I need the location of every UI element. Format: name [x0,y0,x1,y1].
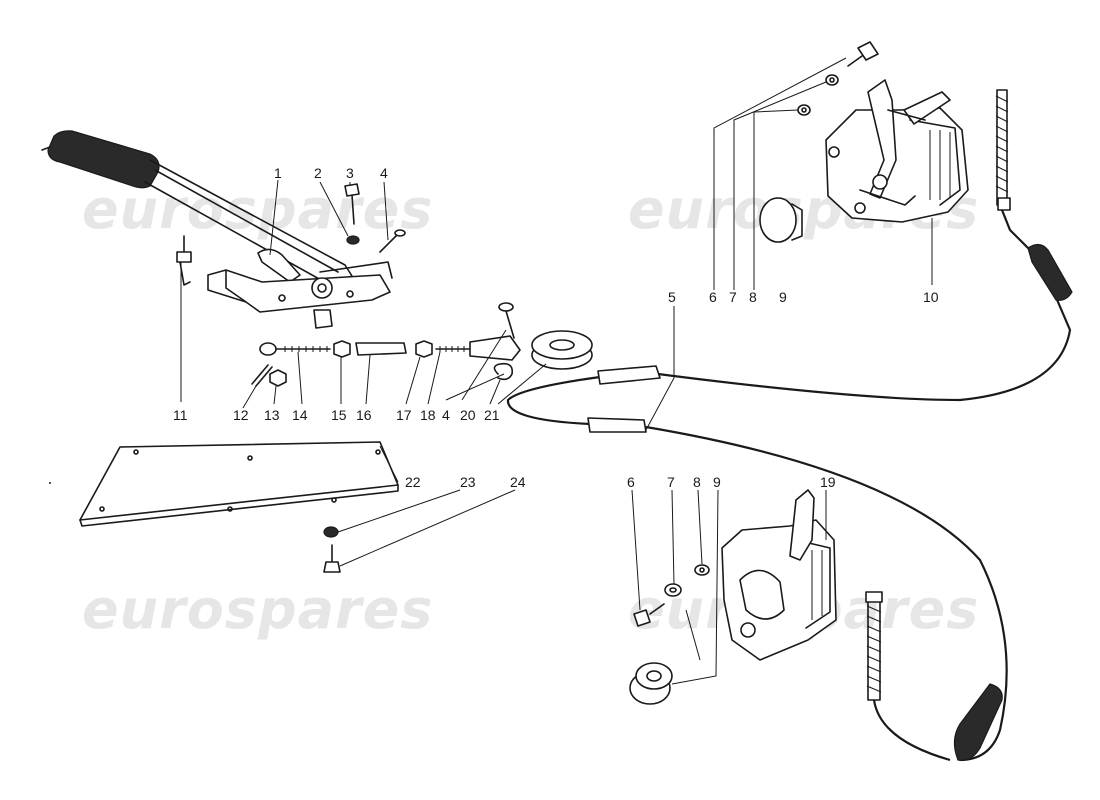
stray-mark [49,482,51,484]
linkage-parts [251,302,593,387]
callout-number: 21 [484,407,500,423]
callout-number: 7 [729,289,737,305]
washer-part-2 [346,235,360,245]
callout-number: 23 [460,474,476,490]
callout-number: 2 [314,165,322,181]
watermark-layer: eurospares eurospares eurospares eurospa… [82,178,978,641]
callout-number: 22 [405,474,421,490]
callout-number: 3 [346,165,354,181]
callout-number: 9 [713,474,721,490]
pin-part-4 [379,229,406,253]
callout-number: 10 [923,289,939,305]
callout-number: 24 [510,474,526,490]
callout-number: 13 [264,407,280,423]
caliper-part-10 [825,79,969,223]
callout-number: 6 [709,289,717,305]
callout-number: 9 [779,289,787,305]
cover-plate-part-22 [79,441,399,527]
callout-number: 11 [173,407,188,423]
switch-part-11 [176,235,192,286]
callout-number: 12 [233,407,249,423]
callout-number: 14 [292,407,308,423]
piston-cap-part-9-upper [759,197,803,243]
washer-part-8-lower [694,564,710,576]
callout-number: 17 [396,407,412,423]
callout-number: 8 [693,474,701,490]
washer-part-7-upper [825,74,839,86]
watermark-text: eurospares [82,178,433,241]
callout-number: 4 [442,407,450,423]
bolt-part-6-lower [633,603,665,627]
callout-number: 5 [668,289,676,305]
callout-number: 1 [274,165,282,181]
callout-number: 20 [460,407,476,423]
washer-part-8-upper [797,104,811,116]
brake-cable-part-5 [506,89,1073,762]
bolt-part-6-upper [847,41,879,67]
callout-labels: 1 2 3 4 11 12 13 14 15 16 17 18 4 20 21 … [173,165,939,490]
washer-part-7-lower [664,583,682,597]
bolt-part-24 [323,544,341,573]
watermark-text: eurospares [82,578,433,641]
callout-number: 18 [420,407,436,423]
callout-number: 8 [749,289,757,305]
callout-number: 4 [380,165,388,181]
handbrake-lever [41,130,393,329]
callout-number: 16 [356,407,372,423]
caliper-part-19 [721,489,837,661]
callout-number: 7 [667,474,675,490]
callout-number: 15 [331,407,347,423]
washer-part-23 [323,526,339,538]
callout-number: 6 [627,474,635,490]
leader-lines [180,57,933,685]
bolt-part-3 [344,183,360,225]
piston-cap-part-9-lower [629,662,673,705]
callout-number: 19 [820,474,836,490]
